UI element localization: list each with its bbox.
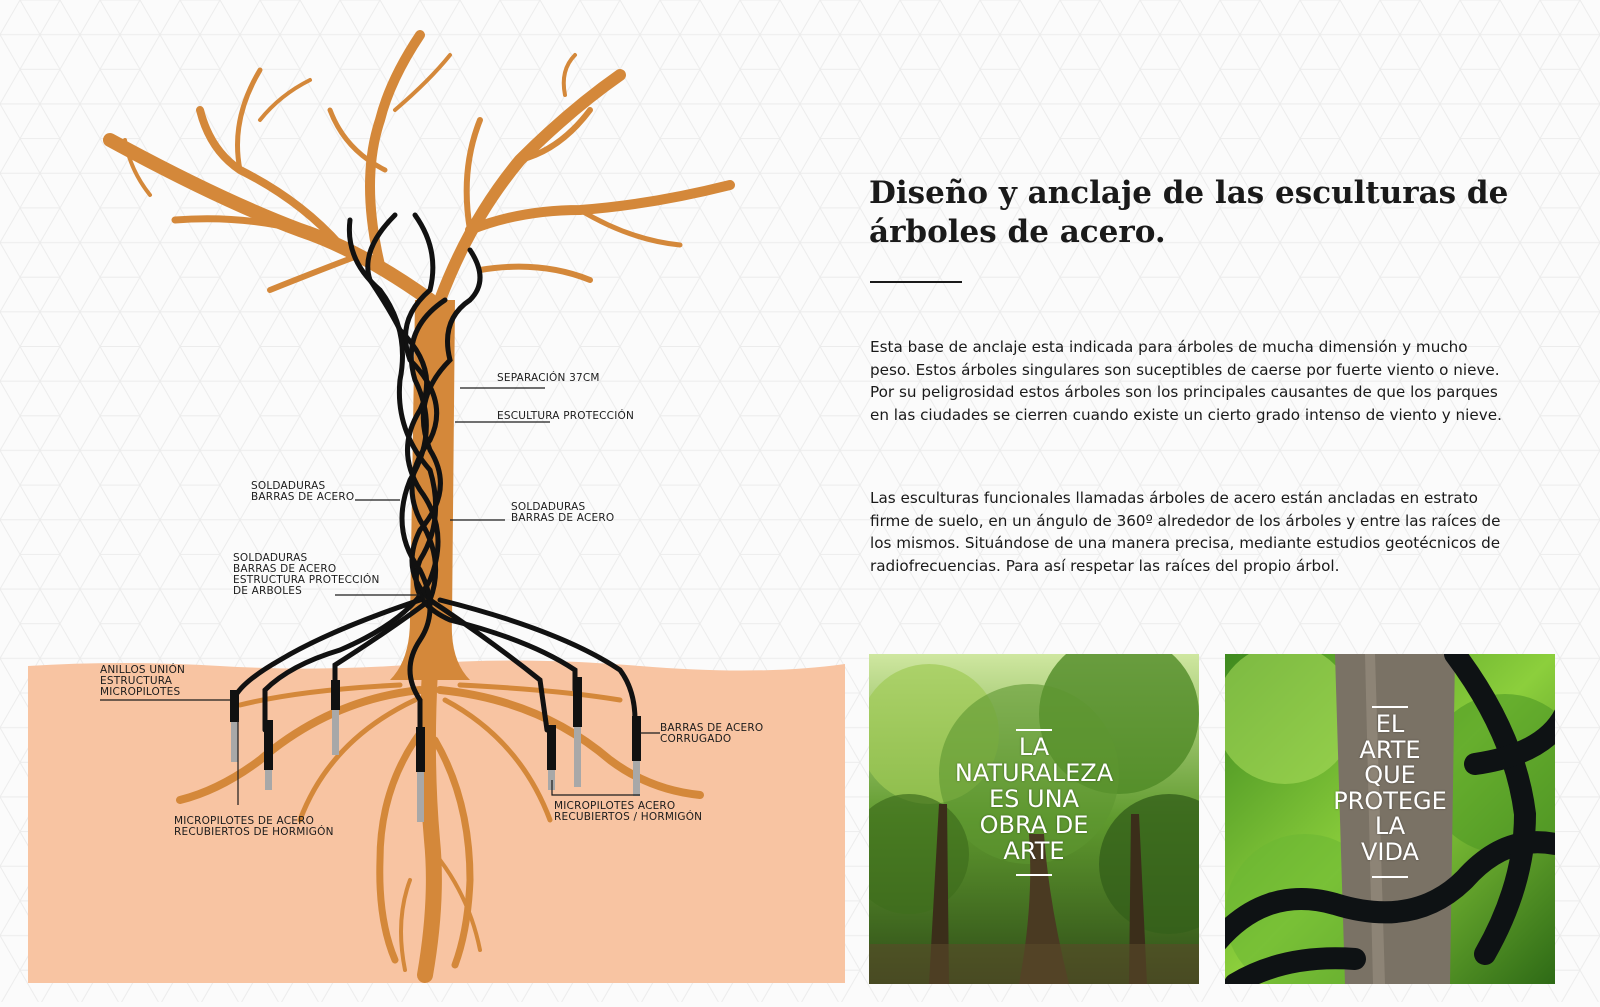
tree-anchoring-diagram: SEPARACIÓN 37CM ESCULTURA PROTECCIÓN SOL… [28, 30, 845, 983]
label-separacion: SEPARACIÓN 37CM [497, 372, 600, 384]
micropiles [230, 677, 641, 822]
label-anillos: ANILLOS UNIÓN ESTRUCTURA MICROPILOTES [100, 664, 186, 698]
intro-paragraph: Esta base de anclaje esta indicada para … [870, 338, 1502, 424]
label-barras-corrugado: BARRAS DE ACERO CORRUGADO [660, 722, 764, 745]
micropile [632, 716, 641, 796]
diagram-illustration [28, 30, 845, 983]
sculpture-image [1225, 654, 1555, 984]
micropile [416, 727, 425, 822]
caption-bar-top [1016, 729, 1052, 731]
sculpture-caption: EL ARTE QUE PROTEGE LA VIDA [1333, 710, 1447, 866]
caption-bar-bottom [1372, 876, 1408, 878]
tree-trunk [390, 300, 470, 680]
label-soldaduras-left: SOLDADURAS BARRAS DE ACERO [251, 480, 355, 503]
micropile [573, 677, 582, 787]
page-title: Diseño y anclaje de las esculturas de ár… [869, 175, 1509, 250]
label-soldaduras-estructura: SOLDADURAS BARRAS DE ACERO ESTRUCTURA PR… [233, 552, 380, 597]
label-escultura-proteccion: ESCULTURA PROTECCIÓN [497, 410, 635, 422]
tree-branches [103, 30, 735, 307]
micropile [331, 680, 340, 755]
tree-roots [176, 662, 704, 983]
label-soldaduras-right: SOLDADURAS BARRAS DE ACERO [511, 501, 615, 524]
caption-bar-bottom [1016, 874, 1052, 876]
anchoring-paragraph: Las esculturas funcionales llamadas árbo… [870, 489, 1501, 575]
title-divider [870, 281, 962, 283]
label-micropilotes-left: MICROPILOTES DE ACERO RECUBIERTOS DE HOR… [174, 815, 334, 838]
forest-caption: LA NATURALEZA ES UNA OBRA DE ARTE [954, 733, 1114, 865]
forest-image [869, 654, 1199, 984]
micropile [264, 720, 273, 790]
forest-photo: LA NATURALEZA ES UNA OBRA DE ARTE [869, 654, 1199, 984]
caption-bar-top [1372, 706, 1408, 708]
leader-lines [100, 387, 660, 805]
sculpture-photo: EL ARTE QUE PROTEGE LA VIDA [1225, 654, 1555, 984]
label-micropilotes-right: MICROPILOTES ACERO RECUBIERTOS / HORMIGÓ… [554, 800, 703, 823]
micropile [230, 690, 239, 762]
steel-sculpture [233, 212, 638, 743]
